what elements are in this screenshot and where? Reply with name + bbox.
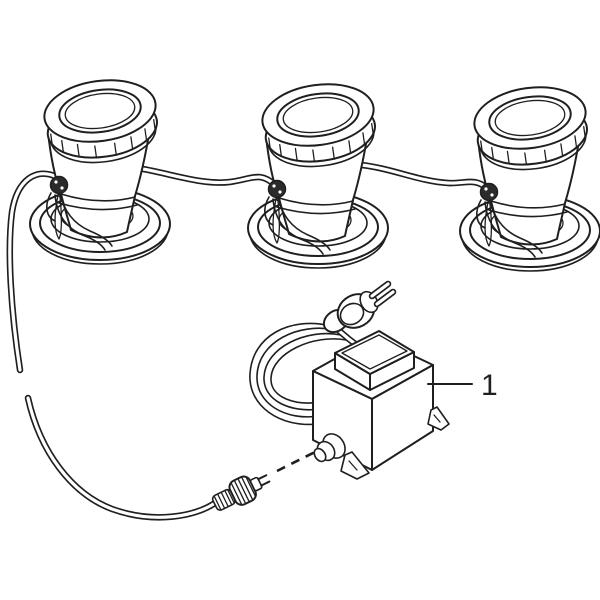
callout-1: 1 [427,369,498,402]
output-socket [313,433,346,463]
mounting-flange-right [427,406,450,431]
screw-cable-connector [211,474,271,511]
transformer-top-block [334,330,415,391]
drop-cable-with-connector [6,170,222,521]
insert-direction-dashed-line [276,450,316,473]
power-plug [322,280,397,334]
connection-cable-middle-to-right [341,160,492,193]
transformer-box [312,330,450,480]
underwater-spotlight-middle [247,76,389,269]
underwater-spotlight-right [459,79,600,272]
connection-cable-left-to-middle [114,162,279,189]
callout-label: 1 [481,369,498,402]
mounting-flange-front [340,451,370,480]
plug-pins [368,280,397,308]
